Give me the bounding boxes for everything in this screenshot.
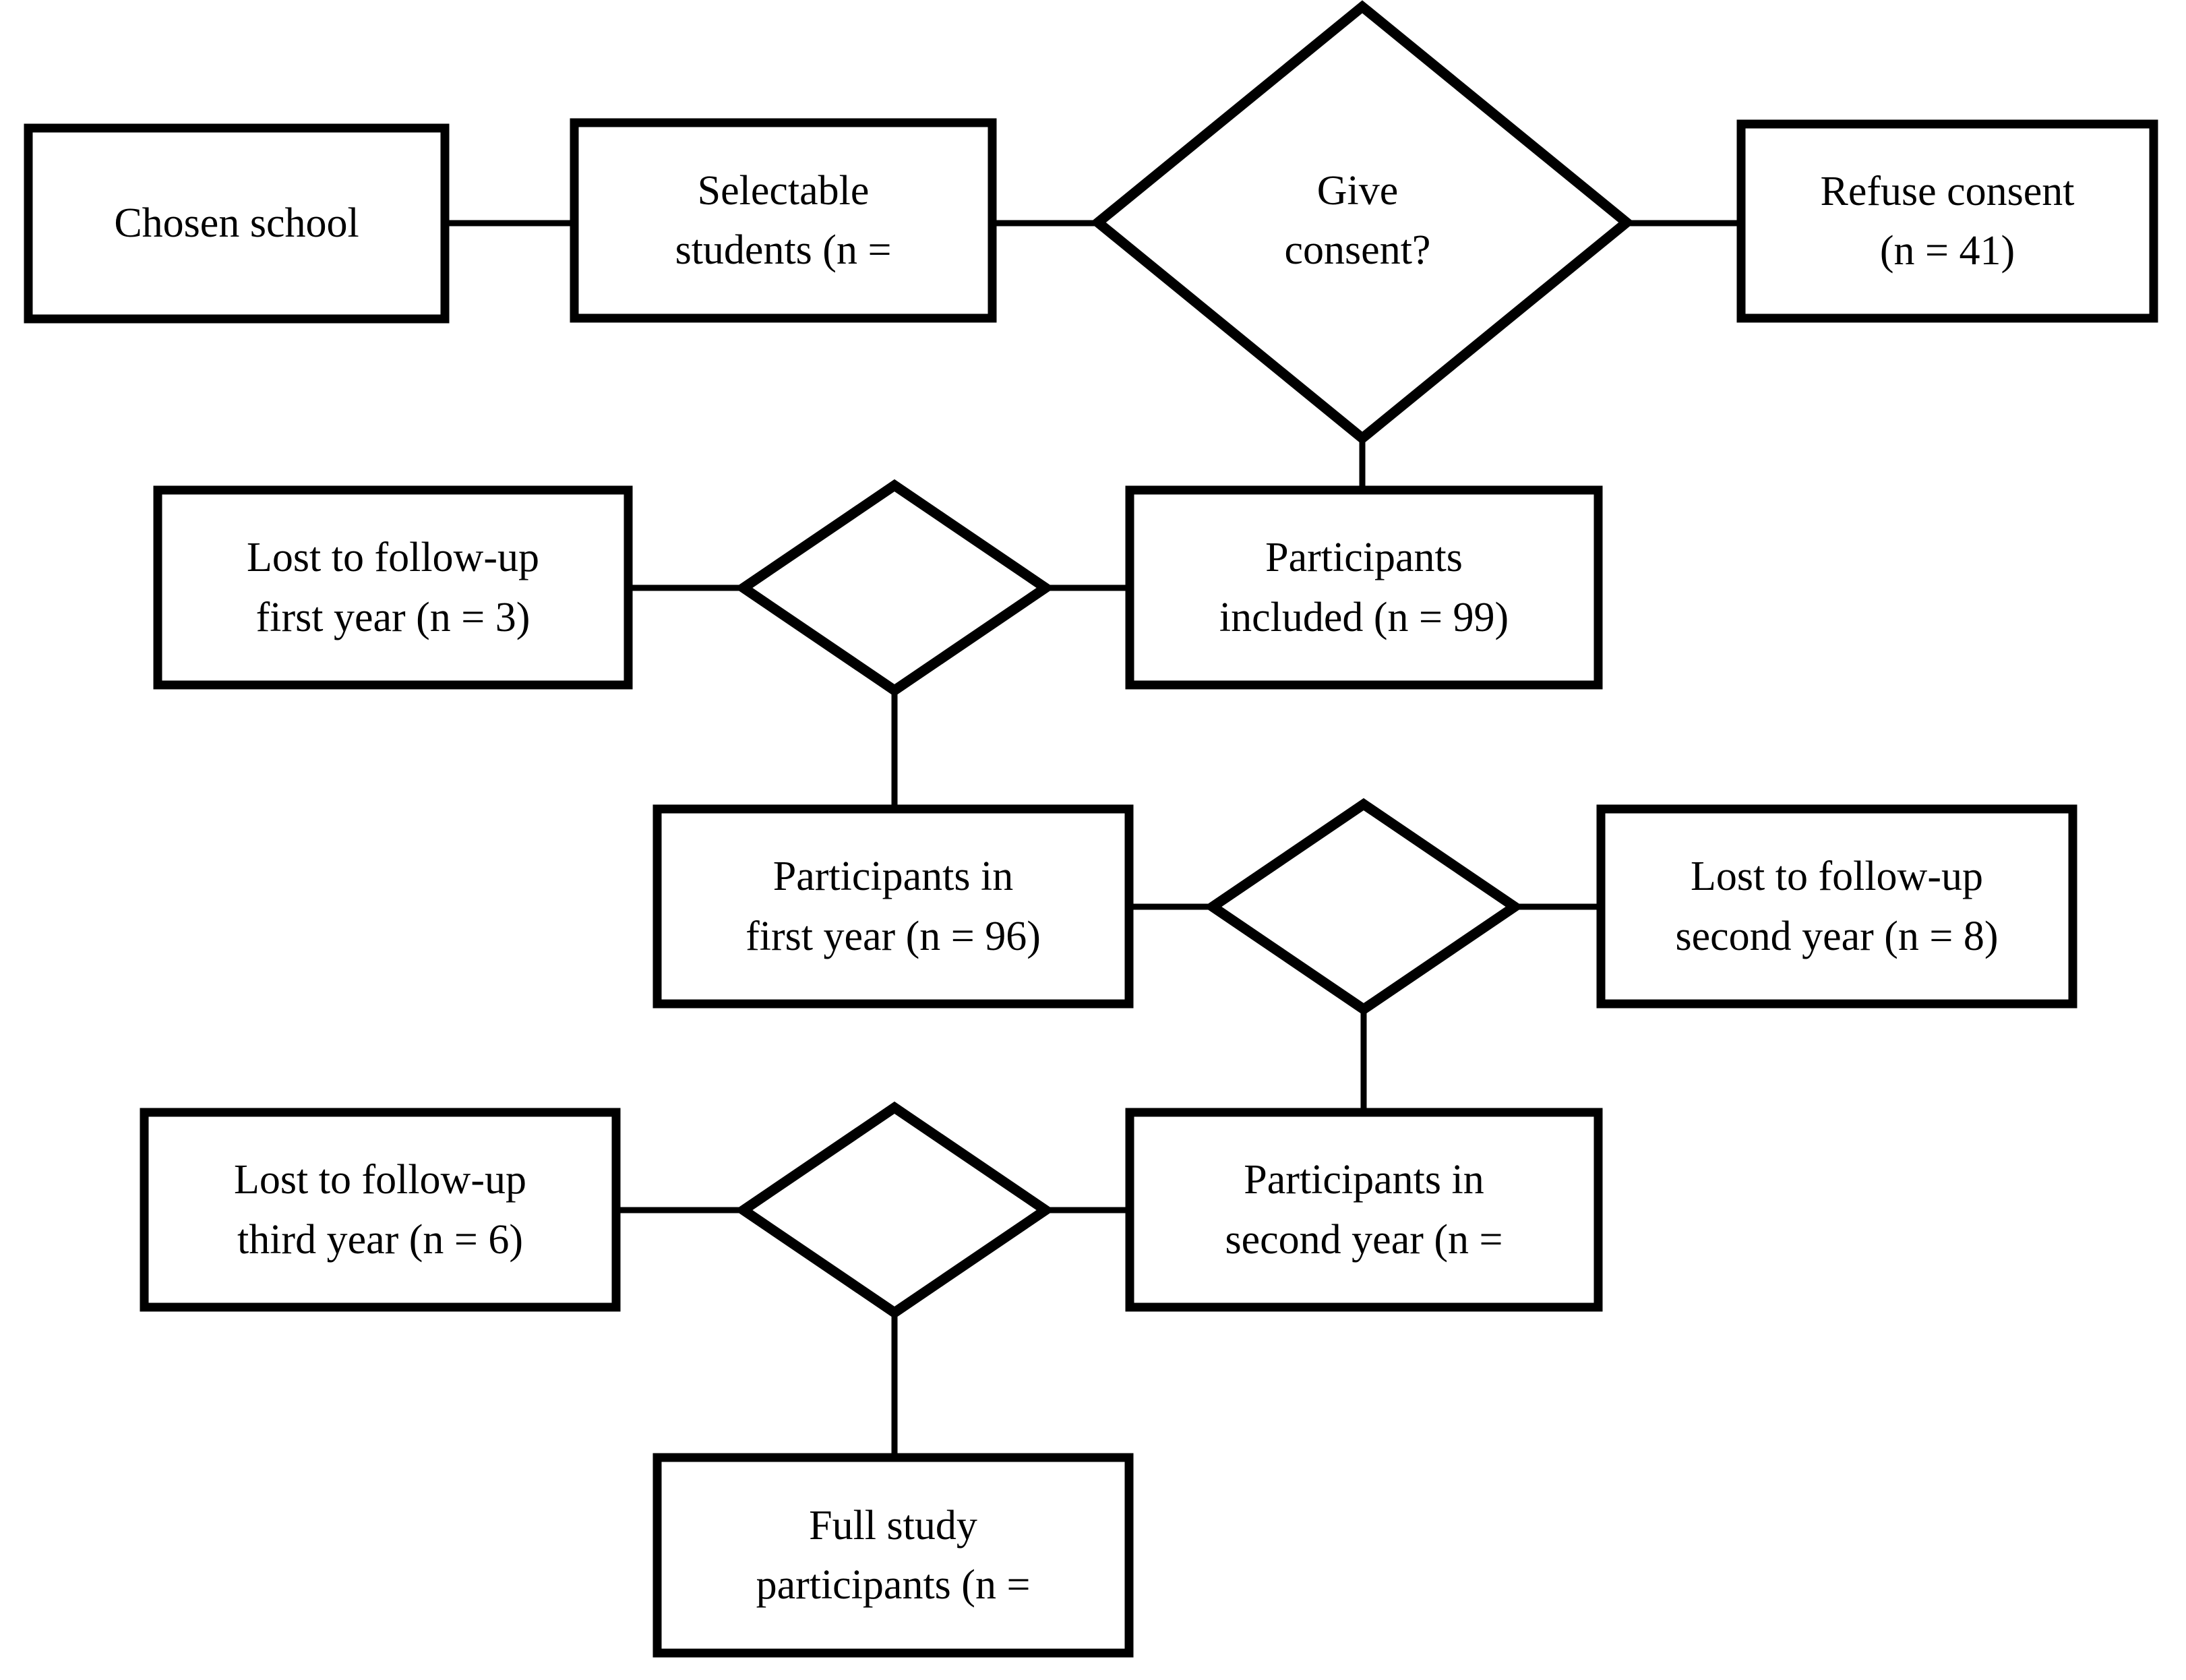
node-split-third-year-diamond[interactable] xyxy=(734,1101,1055,1319)
node-participants-first-year-box[interactable] xyxy=(652,804,1134,1009)
node-participants-second-year-box[interactable] xyxy=(1125,1108,1603,1312)
node-refuse-consent-box[interactable] xyxy=(1736,119,2158,323)
node-lost-first-year-box[interactable] xyxy=(153,485,633,690)
node-split-first-year-diamond[interactable] xyxy=(734,479,1055,697)
node-full-study-participants-box[interactable] xyxy=(652,1453,1134,1658)
node-split-second-year-diamond[interactable] xyxy=(1203,798,1524,1016)
node-chosen-school-box[interactable] xyxy=(24,123,450,324)
node-lost-third-year-box[interactable] xyxy=(140,1108,621,1312)
node-give-consent-diamond[interactable] xyxy=(1090,0,1635,445)
node-selectable-students-box[interactable] xyxy=(570,118,997,323)
node-lost-second-year-box[interactable] xyxy=(1596,804,2077,1009)
node-participants-included-box[interactable] xyxy=(1125,485,1603,690)
